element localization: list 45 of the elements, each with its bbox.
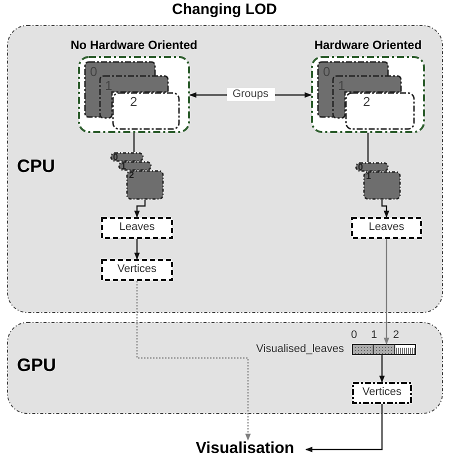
group-shape xyxy=(345,92,415,130)
region-panel xyxy=(7,322,443,414)
output-label: Visualisation xyxy=(194,441,296,457)
box-label: Leaves xyxy=(118,222,156,233)
shape-number: 2 xyxy=(129,171,134,180)
arrow xyxy=(305,404,383,452)
bar-caption: Visualised_leaves xyxy=(256,344,344,355)
edge-label: Groups xyxy=(226,88,274,101)
group-title: Hardware Oriented xyxy=(313,39,423,51)
process-box xyxy=(101,259,173,281)
shape-number: 0 xyxy=(113,153,118,162)
shape-number: 0 xyxy=(358,163,364,172)
leaf-shape xyxy=(355,162,389,172)
arrow xyxy=(136,281,251,441)
panel-title: CPU xyxy=(17,157,56,175)
box-label: Vertices xyxy=(361,387,403,398)
shape-number: 2 xyxy=(130,95,138,108)
arrow xyxy=(379,355,385,383)
region-panel xyxy=(7,25,443,313)
process-box xyxy=(351,217,422,239)
shape-number: 1 xyxy=(121,162,126,171)
diagram-title: Changing LOD xyxy=(171,2,278,17)
box-label: Vertices xyxy=(116,264,158,275)
leaf-shape xyxy=(363,171,401,200)
group-shape xyxy=(112,92,180,130)
tick-number: 0 xyxy=(351,330,358,341)
group-box xyxy=(311,37,425,133)
leaf-shape xyxy=(118,161,152,171)
group-shape xyxy=(333,76,401,118)
box-label: Leaves xyxy=(368,222,406,233)
arrow xyxy=(381,200,390,218)
arrow xyxy=(134,239,140,260)
shape-number: 1 xyxy=(366,172,372,181)
group-shape xyxy=(100,76,168,118)
tick-number: 1 xyxy=(371,330,378,341)
tick-number: 2 xyxy=(393,330,400,341)
arrow xyxy=(134,200,146,218)
panel-title: GPU xyxy=(17,356,56,374)
process-box xyxy=(352,382,412,404)
process-box xyxy=(101,217,173,239)
arrow xyxy=(384,239,390,345)
shape-number: 2 xyxy=(363,95,370,108)
group-title: No Hardware Oriented xyxy=(70,39,198,51)
leaf-shape xyxy=(126,170,164,200)
leaf-shape xyxy=(110,152,144,162)
